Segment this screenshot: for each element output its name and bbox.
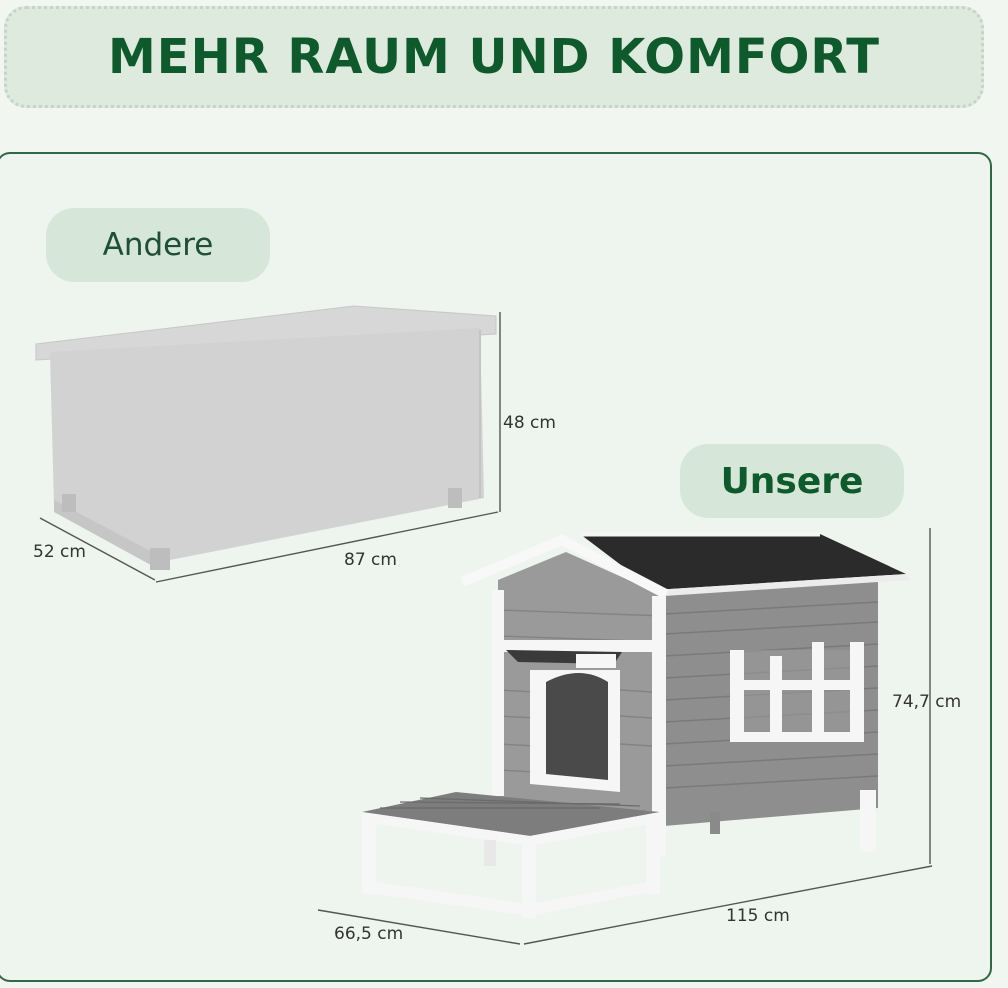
unsere-label-pill: Unsere xyxy=(680,444,904,518)
unsere-depth-label: 66,5 cm xyxy=(334,924,404,944)
other-dimension-lines xyxy=(39,312,501,583)
cat-house-illustration xyxy=(362,531,910,918)
other-height-label: 48 cm xyxy=(503,413,556,433)
unsere-width-label: 115 cm xyxy=(726,906,790,926)
andere-label-pill: Andere xyxy=(46,208,270,282)
window-frame xyxy=(730,642,864,742)
page-title: MEHR RAUM UND KOMFORT xyxy=(108,29,880,85)
terrace-platform xyxy=(362,792,660,918)
title-banner: MEHR RAUM UND KOMFORT xyxy=(4,6,984,108)
other-depth-label: 52 cm xyxy=(33,542,86,562)
unsere-dimension-lines xyxy=(317,528,933,945)
door-opening xyxy=(530,670,620,792)
other-house-silhouette xyxy=(35,305,497,570)
unsere-height-label: 74,7 cm xyxy=(892,692,962,712)
unsere-label: Unsere xyxy=(720,460,864,502)
other-width-label: 87 cm xyxy=(344,550,397,570)
andere-label: Andere xyxy=(102,227,214,263)
